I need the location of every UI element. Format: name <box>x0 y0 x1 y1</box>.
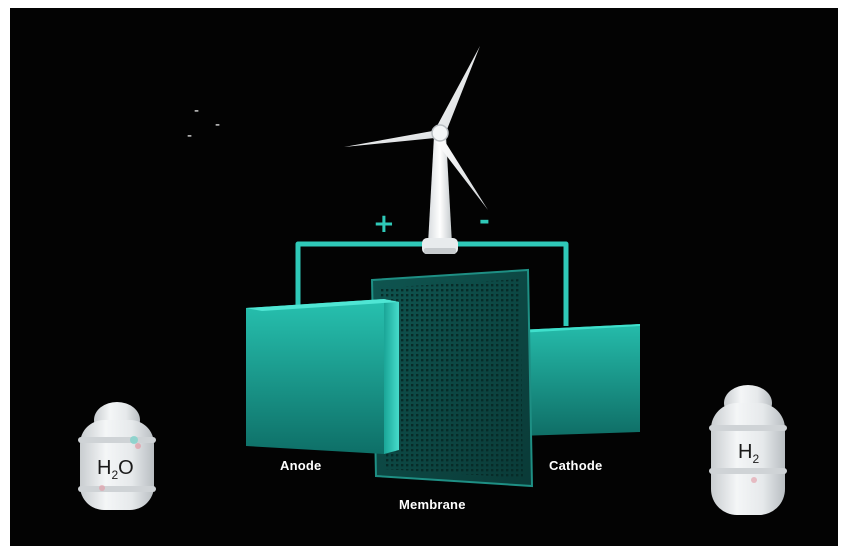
wind-turbine-icon <box>344 46 488 254</box>
formula-symbol: O <box>118 457 134 479</box>
formula-subscript: 2 <box>111 468 119 482</box>
anode-block <box>246 299 399 454</box>
membrane-label: Membrane <box>399 497 466 512</box>
electrolysis-diagram: + - - - - Anode Membrane Cathode H2O H2 <box>10 8 838 546</box>
positive-terminal: + <box>373 209 395 239</box>
formula-subscript: 2 <box>752 452 760 466</box>
diagram-graphics <box>78 46 787 515</box>
formula-symbol: H <box>97 457 112 479</box>
membrane-panel <box>370 268 534 488</box>
anode-label: Anode <box>280 458 322 473</box>
formula-symbol: H <box>738 441 753 463</box>
decor-mark: - <box>187 128 193 144</box>
cathode-block <box>518 324 640 436</box>
decor-mark: - <box>215 117 221 133</box>
negative-terminal: - <box>479 206 490 236</box>
cathode-label: Cathode <box>549 458 603 473</box>
hydrogen-tank-icon <box>709 385 787 515</box>
hydrogen-formula: H2 <box>738 442 759 465</box>
water-tank-icon <box>78 402 156 510</box>
water-formula: H2O <box>97 458 134 481</box>
decor-mark: - <box>194 103 200 119</box>
